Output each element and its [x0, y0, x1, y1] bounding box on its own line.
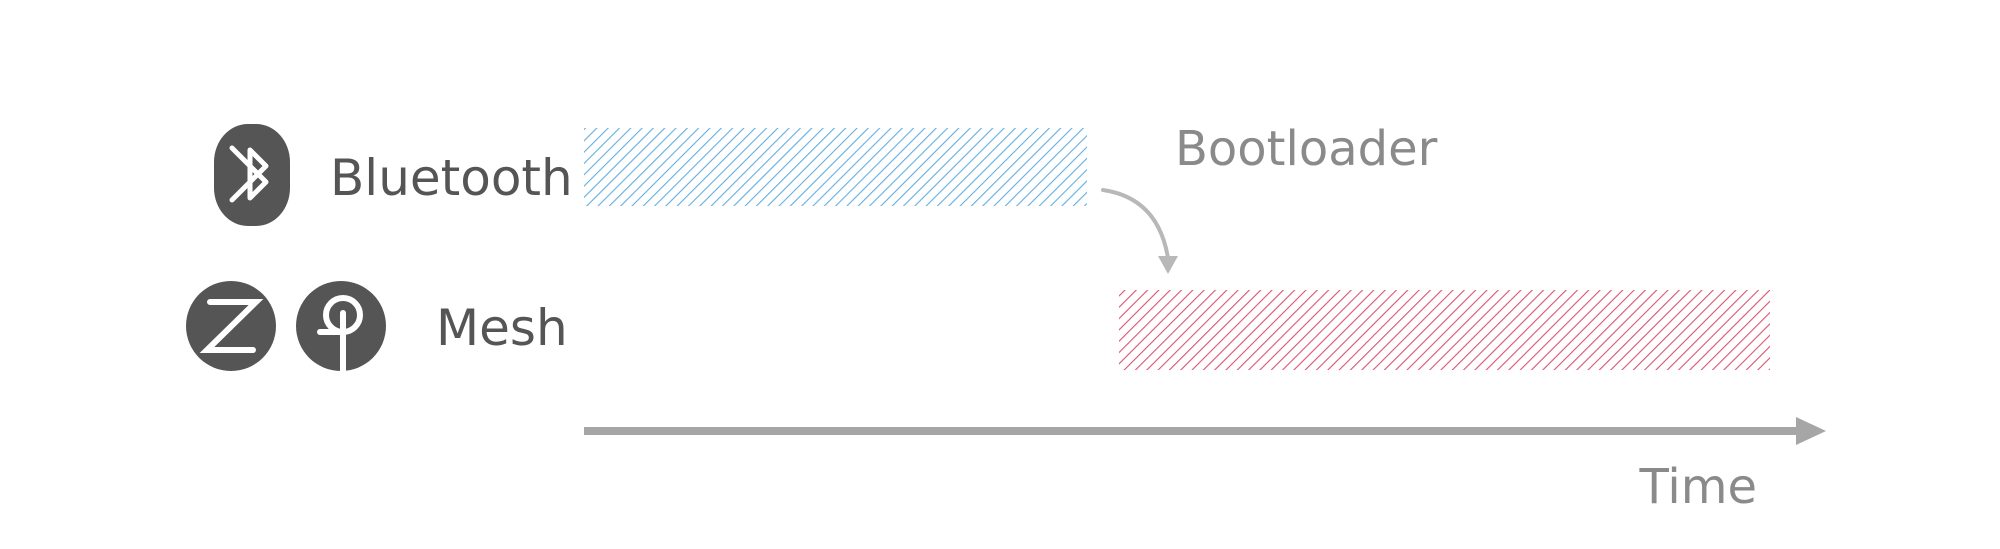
- time-axis-arrowhead: [1796, 417, 1826, 445]
- zigbee-icon: [186, 281, 276, 371]
- row-label-bluetooth: Bluetooth: [330, 149, 573, 207]
- bluetooth-icon: [214, 124, 290, 226]
- row-bluetooth: Bluetooth: [214, 124, 1087, 226]
- bootloader-annotation: Bootloader: [1101, 121, 1438, 274]
- bootloader-arrowhead: [1158, 256, 1178, 274]
- row-mesh: Mesh: [186, 281, 1770, 375]
- mesh-time-bar: [1119, 290, 1770, 370]
- bootloader-transition-arrow: [1101, 188, 1170, 260]
- row-label-mesh: Mesh: [436, 299, 568, 357]
- thread-icon: [296, 281, 386, 375]
- bootloader-label: Bootloader: [1175, 121, 1438, 177]
- time-axis-label: Time: [1639, 459, 1757, 515]
- time-axis: Time: [584, 417, 1826, 515]
- bluetooth-time-bar: [584, 128, 1087, 206]
